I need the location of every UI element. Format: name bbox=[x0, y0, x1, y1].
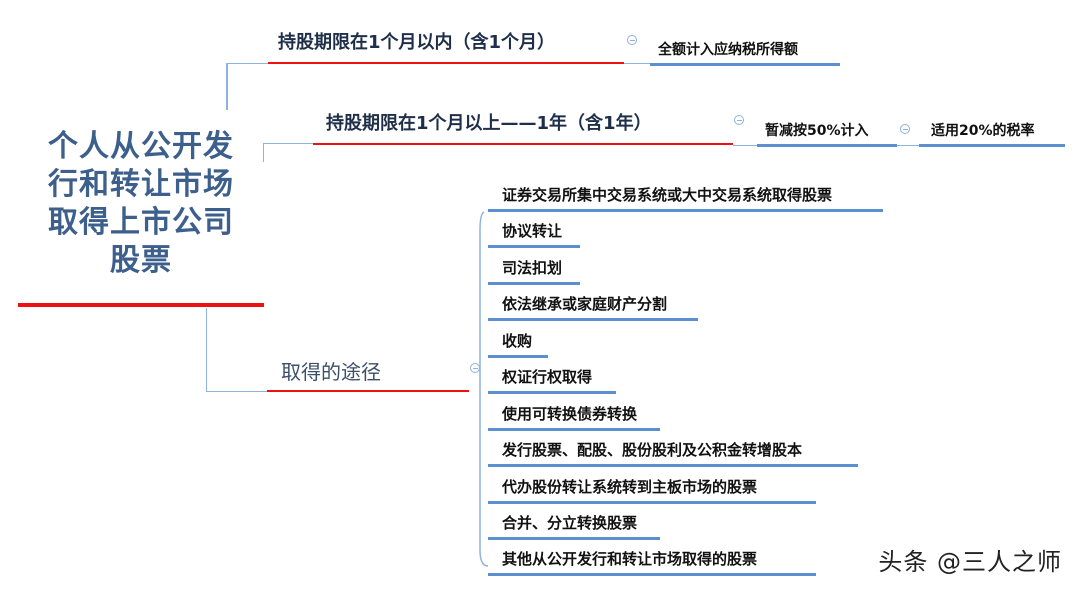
connector-branch-2-h bbox=[263, 143, 313, 144]
connector-branch-1 bbox=[226, 64, 228, 110]
branch-2-child-underline bbox=[757, 144, 897, 147]
branch-2-grandchild-underline bbox=[919, 144, 1065, 147]
route-item-underline bbox=[488, 282, 580, 285]
root-underline bbox=[18, 303, 264, 307]
connector-branch-3-h bbox=[206, 391, 268, 392]
branch-2-label[interactable]: 持股期限在1个月以上——1年（含1年） bbox=[326, 113, 652, 134]
route-item-underline bbox=[488, 209, 883, 212]
route-item[interactable]: 权证行权取得 bbox=[502, 368, 593, 386]
root-node-title[interactable]: 个人从公开发 行和转让市场 取得上市公司 股票 bbox=[30, 128, 252, 280]
branch-1-label[interactable]: 持股期限在1个月以内（含1个月） bbox=[278, 32, 556, 53]
route-item-underline bbox=[488, 391, 616, 394]
branch-1-underline bbox=[268, 62, 624, 64]
route-item[interactable]: 代办股份转让系统转到主板市场的股票 bbox=[502, 478, 758, 496]
branch-1-child-underline bbox=[650, 63, 840, 66]
route-item-underline bbox=[488, 501, 816, 504]
route-item[interactable]: 依法继承或家庭财产分割 bbox=[502, 295, 668, 313]
branch-3-spine bbox=[479, 211, 489, 567]
branch-1-child[interactable]: 全额计入应纳税所得额 bbox=[658, 42, 798, 58]
route-item-underline bbox=[488, 355, 548, 358]
collapse-icon[interactable] bbox=[627, 35, 637, 45]
collapse-icon[interactable] bbox=[900, 124, 910, 134]
route-item[interactable]: 其他从公开发行和转让市场取得的股票 bbox=[502, 550, 758, 568]
watermark: 头条 @三人之师 bbox=[878, 548, 1062, 576]
branch-2-underline bbox=[313, 143, 733, 145]
collapse-icon[interactable] bbox=[734, 115, 744, 125]
route-item-underline bbox=[488, 318, 698, 321]
connector-branch-3 bbox=[206, 308, 207, 392]
route-item[interactable]: 证券交易所集中交易系统或大中交易系统取得股票 bbox=[502, 186, 833, 204]
connector-b2-child bbox=[733, 145, 757, 146]
root-title-line-2: 行和转让市场 bbox=[48, 167, 234, 202]
branch-2-child[interactable]: 暂减按50%计入 bbox=[765, 123, 869, 139]
connector-branch-2 bbox=[263, 144, 264, 162]
route-item[interactable]: 协议转让 bbox=[502, 222, 563, 240]
route-item[interactable]: 司法扣划 bbox=[502, 259, 563, 277]
route-item[interactable]: 使用可转换债券转换 bbox=[502, 405, 638, 423]
connector-b1-child bbox=[624, 63, 650, 64]
route-item-underline bbox=[488, 245, 580, 248]
branch-2-grandchild[interactable]: 适用20%的税率 bbox=[931, 123, 1035, 139]
route-item[interactable]: 收购 bbox=[502, 332, 533, 350]
branch-3-label[interactable]: 取得的途径 bbox=[281, 360, 381, 384]
route-item-underline bbox=[488, 428, 660, 431]
connector-branch-1-h bbox=[226, 63, 268, 64]
route-item-underline bbox=[488, 464, 858, 467]
branch-3-underline bbox=[267, 390, 469, 392]
root-title-line-3: 取得上市公司 bbox=[48, 205, 234, 240]
route-item-underline bbox=[488, 537, 660, 540]
connector-b2-grandchild bbox=[897, 145, 919, 146]
route-item-underline bbox=[488, 573, 816, 576]
route-item[interactable]: 合并、分立转换股票 bbox=[502, 514, 638, 532]
route-item[interactable]: 发行股票、配股、股份股利及公积金转增股本 bbox=[502, 441, 803, 459]
root-title-line-1: 个人从公开发 bbox=[48, 129, 234, 164]
root-title-line-4: 股票 bbox=[110, 243, 172, 278]
